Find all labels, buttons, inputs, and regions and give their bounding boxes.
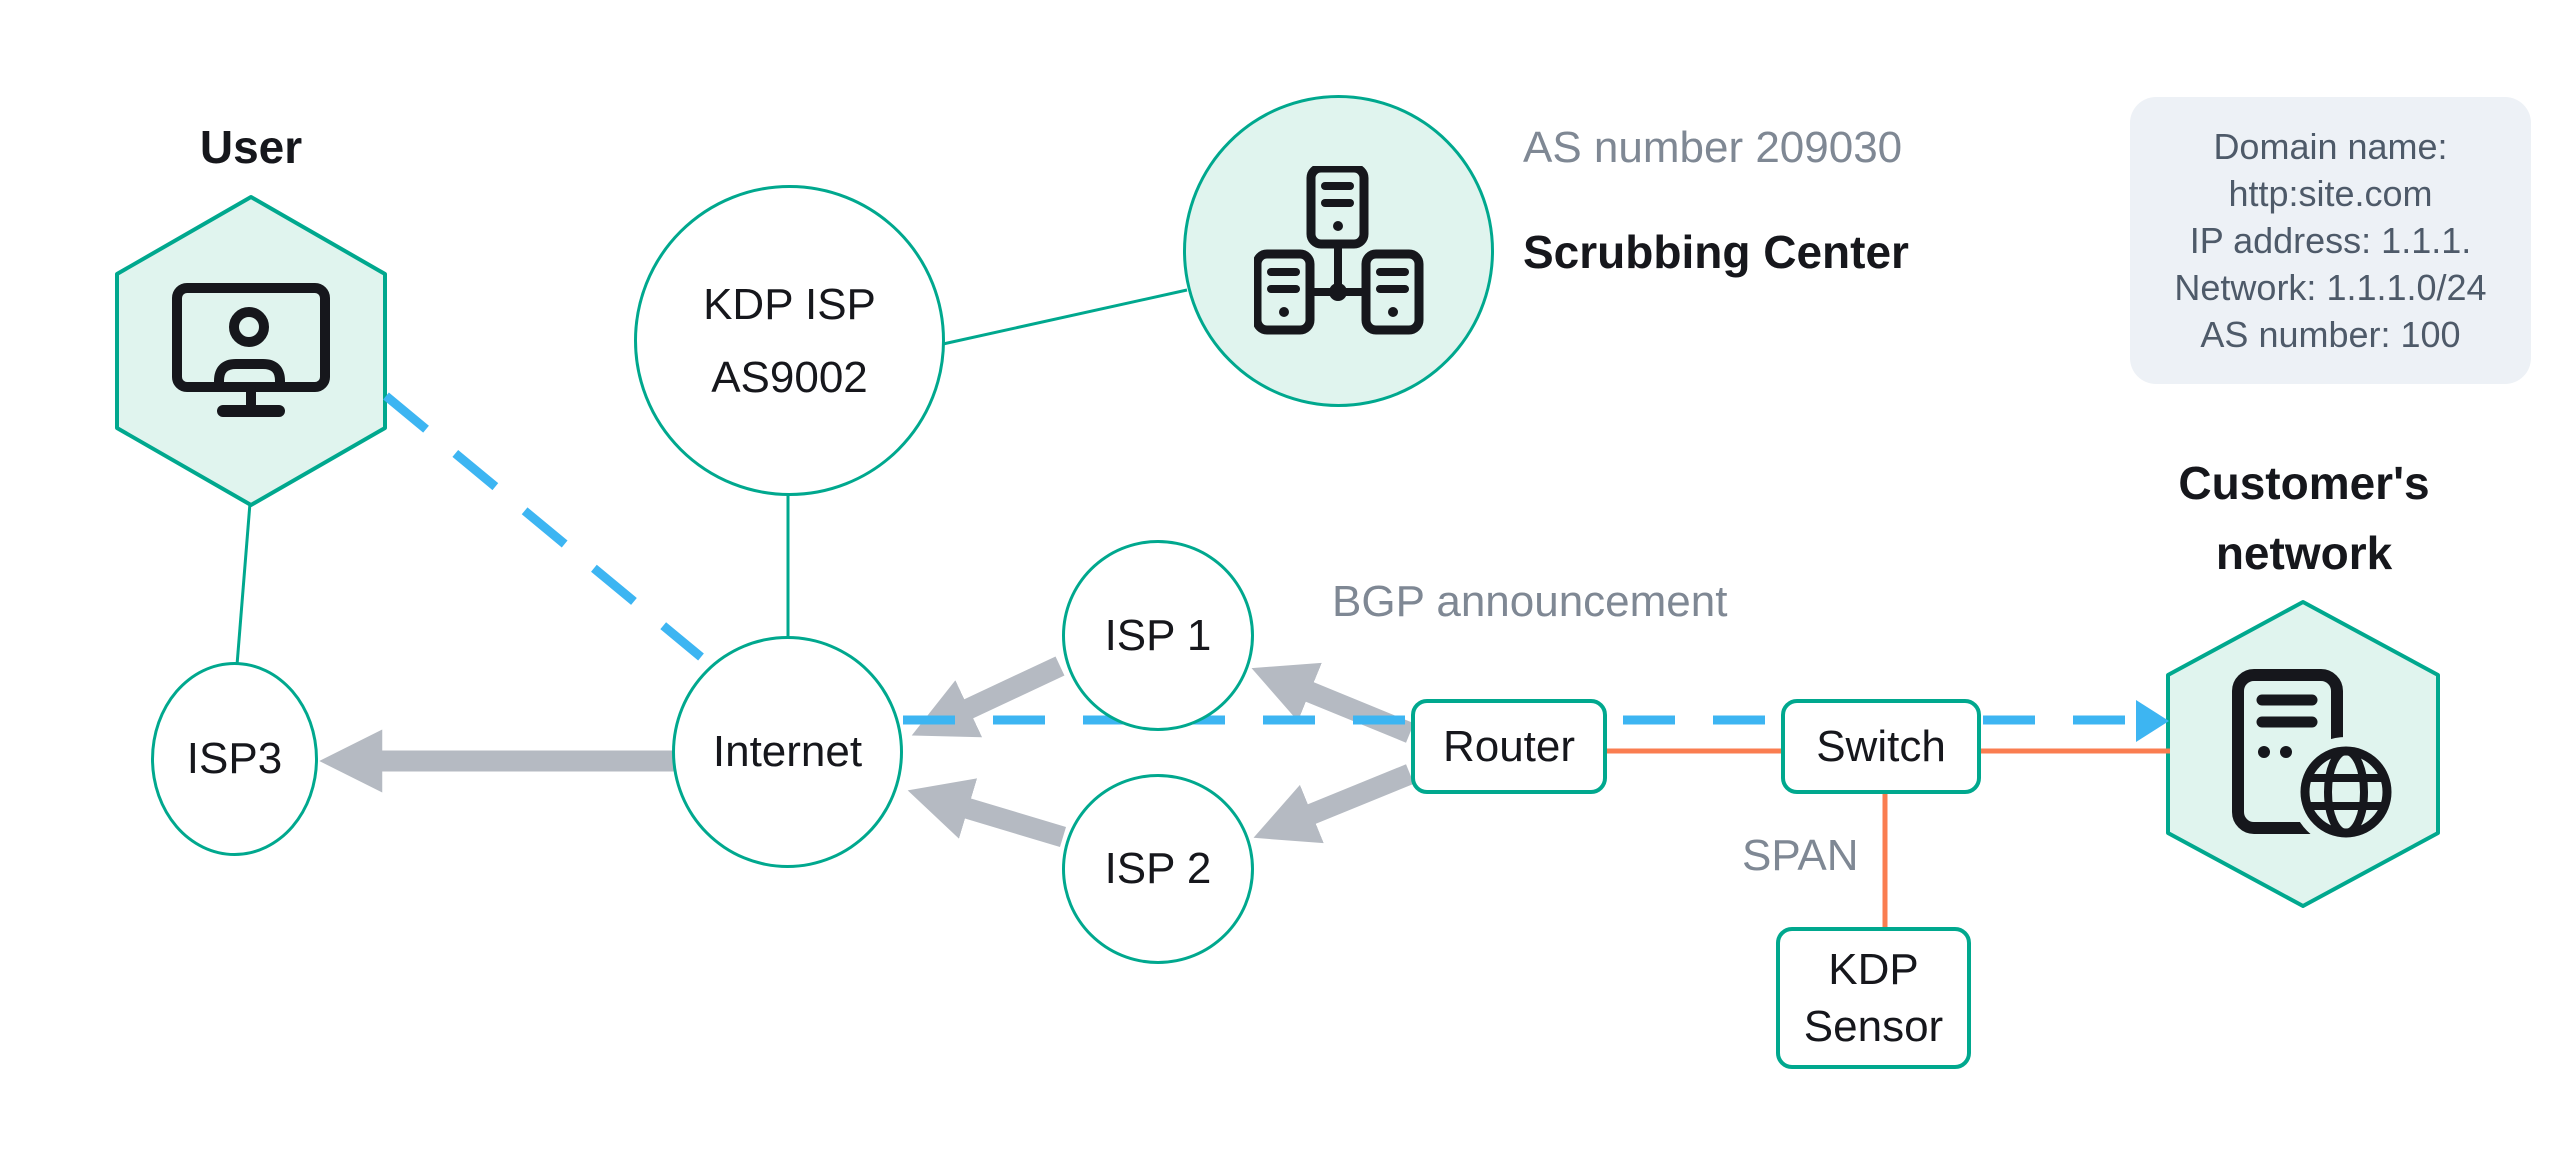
kdp-isp-label-line1: KDP ISP [703,279,876,329]
scrubbing-center-title: Scrubbing Center [1523,226,1909,278]
node-isp2: ISP 2 [1062,774,1254,964]
isp2-label: ISP 2 [1104,844,1212,893]
server-cluster-icon [1253,166,1423,335]
link-user-isp3 [235,502,252,666]
bgp-announcement-label: BGP announcement [1332,577,1728,626]
node-internet: Internet [672,636,903,868]
isp1-label: ISP 1 [1104,610,1212,660]
arrow-router-to-isp1 [1251,662,1414,743]
node-kdp-sensor: KDP Sensor [1776,927,1971,1069]
kdp-sensor-label-line1: KDP [1828,945,1919,994]
switch-label: Switch [1816,721,1946,771]
router-label: Router [1442,721,1576,771]
arrow-isp2-to-internet [907,778,1067,848]
node-switch: Switch [1781,699,1981,794]
node-isp3: ISP3 [151,662,318,856]
link-kdpisp-scrubbing [942,288,1188,346]
user-title: User [199,121,303,173]
monitor-user-icon [172,283,330,417]
internet-label: Internet [712,727,863,776]
kdp-sensor-label-line2: Sensor [1803,1002,1944,1051]
node-kdp-isp: KDP ISP AS9002 [634,185,945,496]
user-hexagon [115,195,387,507]
blue-arrowhead-customer [2136,700,2169,742]
dashed-path-user-internet [383,392,704,661]
node-isp1: ISP 1 [1062,540,1254,731]
node-router: Router [1411,699,1607,794]
arrow-isp1-to-internet [911,656,1065,738]
customer-network-hexagon [2166,600,2440,908]
customer-info-box: Domain name: http:site.com IP address: 1… [2130,97,2531,384]
span-label: SPAN [1742,831,1859,880]
info-line-network: Network: 1.1.1.0/24 [2174,267,2487,308]
isp3-label: ISP3 [186,734,283,783]
kdp-isp-label-line2: AS9002 [711,352,868,402]
customer-title-line1: Customer's [2178,457,2430,509]
node-scrubbing-center [1183,95,1494,407]
scrubbing-as-number-label: AS number 209030 [1523,123,1903,172]
customer-network-title: Customer's network [2104,448,2504,588]
customer-title-line2: network [2215,527,2393,579]
info-line-domain: Domain name: [2213,126,2448,167]
server-globe-icon [2232,669,2401,847]
info-line-ip: IP address: 1.1.1. [2189,220,2472,261]
arrow-router-to-isp2 [1253,764,1414,844]
globe-icon [2300,746,2392,838]
info-line-url: http:site.com [2228,173,2433,214]
info-line-as: AS number: 100 [2200,314,2461,355]
